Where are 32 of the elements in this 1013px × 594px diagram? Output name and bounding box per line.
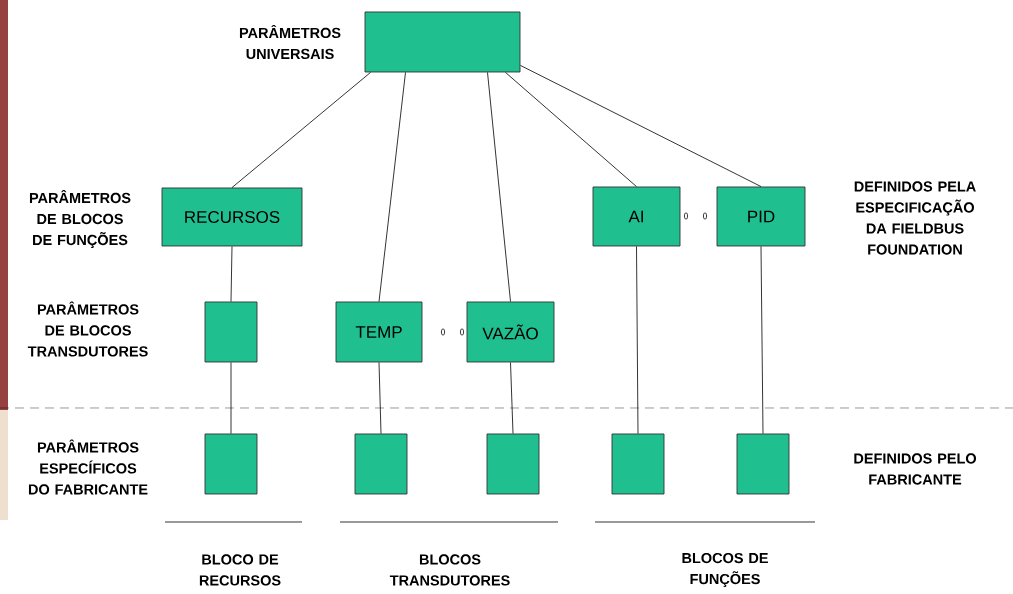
- empty-block-box: [204, 433, 258, 495]
- connector-line: [231, 72, 371, 188]
- block-box: TEMP: [335, 301, 423, 363]
- connector-line: [378, 362, 382, 434]
- empty-block-box: [204, 301, 258, 363]
- block-box: VAZÃO: [466, 301, 555, 363]
- block-box: RECURSOS: [161, 187, 303, 247]
- level-label: PARÂMETROS DE BLOCOS TRANSDUTORES: [27, 301, 148, 357]
- level-label: BLOCOS TRANSDUTORES: [389, 554, 510, 586]
- connector-line: [378, 72, 406, 302]
- empty-block-box: [736, 433, 790, 495]
- empty-block-box: [354, 433, 408, 495]
- connector-line: [520, 65, 762, 187]
- level-label: DEFINIDOS PELA ESPECIFICAÇÃO DA FIELDBUS FOUNDATION: [854, 181, 976, 255]
- block-box: AI: [592, 186, 681, 247]
- level-label: PARÂMETROS ESPECÍFICOS DO FABRICANTE: [28, 439, 148, 495]
- connector-line: [636, 246, 639, 434]
- block-box: PID: [716, 186, 806, 247]
- connector-line: [487, 72, 511, 302]
- connector-line: [505, 72, 637, 187]
- connector-line: [510, 362, 514, 434]
- connector-line: [760, 246, 764, 434]
- connector-line: [230, 246, 233, 302]
- level-label: BLOCOS DE FUNÇÕES: [682, 552, 768, 588]
- level-label: BLOCO DE RECURSOS: [199, 554, 281, 586]
- empty-block-box: [611, 433, 665, 495]
- connector-line: [230, 362, 232, 434]
- level-label: DEFINIDOS PELO FABRICANTE: [854, 453, 977, 485]
- empty-block-box: [364, 11, 521, 73]
- empty-block-box: [486, 433, 540, 495]
- level-label: PARÂMETROS UNIVERSAIS: [239, 24, 341, 60]
- level-label: PARÂMETROS DE BLOCOS DE FUNÇÕES: [29, 190, 131, 248]
